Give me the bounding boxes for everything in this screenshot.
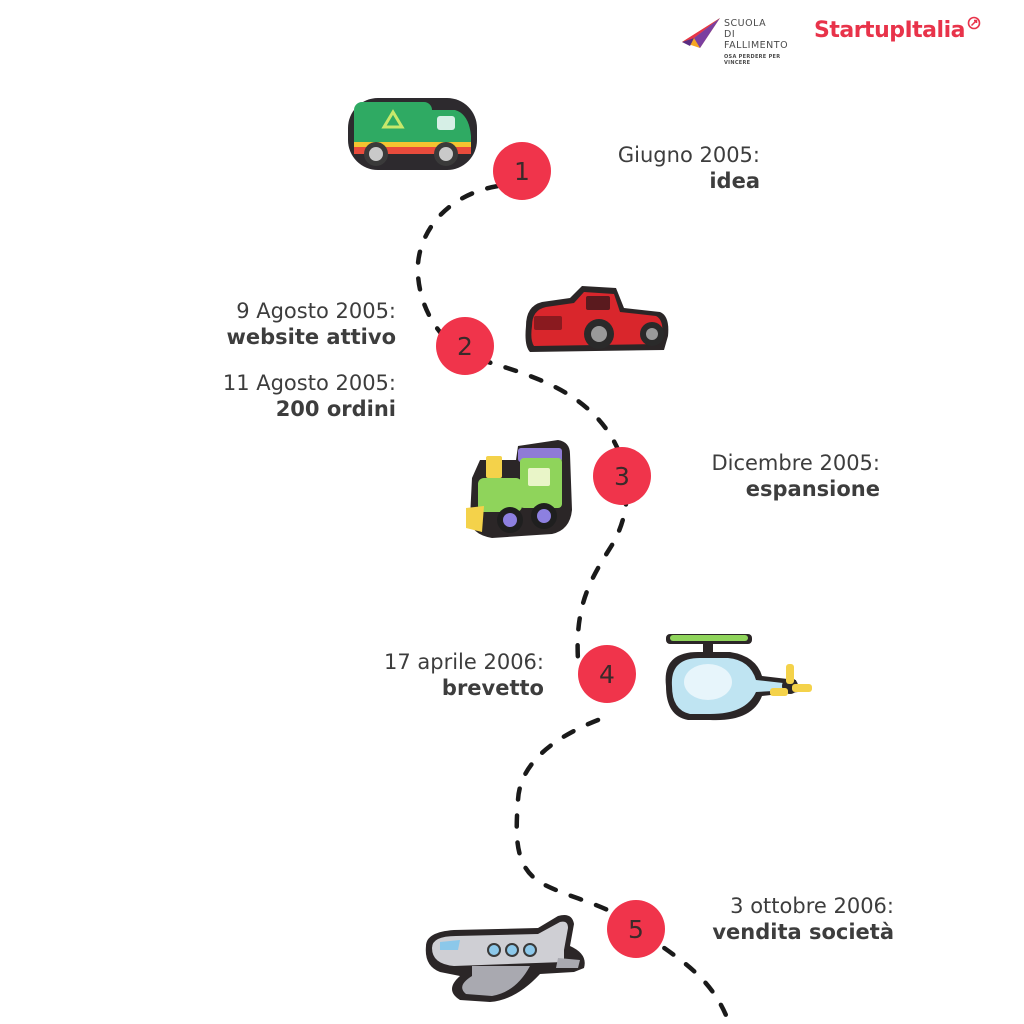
step-label-2: 9 Agosto 2005: website attivo [226,298,396,351]
step-number: 1 [514,156,530,186]
scuola-logo-tagline: OSA PERDERE PER VINCERE [724,54,781,66]
step-date: 9 Agosto 2005: [236,299,396,323]
step-marker-2: 2 [436,317,494,375]
step-date: 3 ottobre 2006: [730,894,894,918]
rocket-badge-icon [967,16,981,30]
step-event: vendita società [712,920,894,945]
startupitalia-logo-text: StartupItalia [814,18,965,43]
step-event: website attivo [226,325,396,350]
step-date: 11 Agosto 2005: [222,371,396,395]
step-number: 2 [457,331,473,361]
paper-plane-icon [682,18,720,48]
pickup-truck-icon [525,286,669,352]
step-event: 200 ordini [275,397,396,422]
step-label-5: 3 ottobre 2006: vendita società [712,893,894,946]
step-marker-3: 3 [593,447,651,505]
step-marker-4: 4 [578,645,636,703]
step-number: 4 [599,659,615,689]
step-label-2b: 11 Agosto 2005: 200 ordini [223,370,396,423]
step-event: espansione [745,477,880,502]
airplane-icon [425,915,585,1002]
step-date: Dicembre 2005: [711,451,880,475]
step-marker-5: 5 [607,900,665,958]
garbage-truck-icon [348,98,477,170]
startupitalia-logo: StartupItalia [814,16,981,43]
helicopter-icon [665,634,812,721]
step-label-4: 17 aprile 2006: brevetto [384,649,544,702]
scuola-di-fallimento-logo: SCUOLA DI FALLIMENTO OSA PERDERE PER VIN… [680,14,800,66]
step-label-1: Giugno 2005: idea [618,142,760,195]
scuola-logo-line1: SCUOLA [724,18,767,29]
toy-train-icon [466,440,572,538]
step-label-3: Dicembre 2005: espansione [711,450,880,503]
step-marker-1: 1 [493,142,551,200]
step-date: 17 aprile 2006: [383,650,544,674]
step-number: 5 [628,914,644,944]
step-event: idea [709,169,760,194]
step-date: Giugno 2005: [617,143,760,167]
step-event: brevetto [441,676,544,701]
step-number: 3 [614,461,630,491]
scuola-logo-line2: DI FALLIMENTO [724,29,789,51]
